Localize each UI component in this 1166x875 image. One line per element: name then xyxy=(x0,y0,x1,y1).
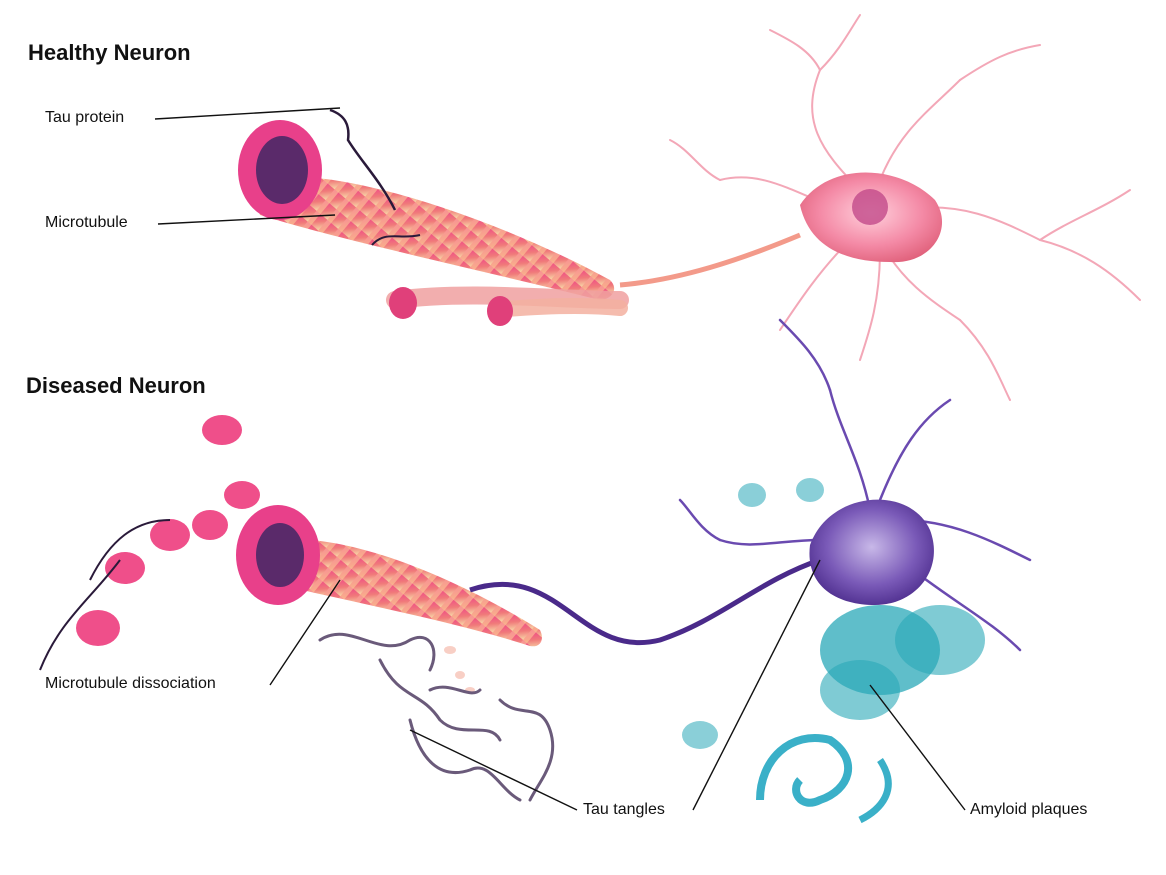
diseased-soma xyxy=(809,499,934,605)
healthy-neuron xyxy=(619,14,1141,401)
leader-lines xyxy=(154,107,966,811)
microtubule-end-small-2 xyxy=(487,296,513,326)
healthy-neuron-heading: Healthy Neuron xyxy=(28,40,191,65)
leader-amyloid-plaques xyxy=(869,684,966,811)
leader-tau-protein xyxy=(154,107,341,120)
microtubule-dissociation-label: Microtubule dissociation xyxy=(45,675,216,692)
leader-microtubule-dissociation xyxy=(269,579,341,686)
healthy-axon xyxy=(619,232,801,288)
diseased-microtubules xyxy=(39,415,542,693)
tau-strand xyxy=(329,108,397,211)
amyloid-plaques-art xyxy=(682,478,985,824)
leader-microtubule xyxy=(157,214,336,225)
tau-protein-label: Tau protein xyxy=(45,109,125,126)
diseased-axon xyxy=(469,557,821,645)
healthy-microtubule-body xyxy=(250,176,615,300)
healthy-nucleus xyxy=(852,189,888,225)
leader-tau-tangles-left xyxy=(409,729,578,811)
tau-tangles-art xyxy=(318,632,555,802)
leader-tau-tangles-right xyxy=(692,559,821,811)
healthy-microtubule-lumen xyxy=(256,136,308,204)
diseased-neuron xyxy=(469,318,1032,652)
diseased-dendrites xyxy=(678,318,1032,652)
microtubule-label: Microtubule xyxy=(45,214,128,231)
tubulin-fragments xyxy=(76,415,260,646)
healthy-microtubules xyxy=(238,108,629,326)
microtubule-end-small-1 xyxy=(389,287,417,319)
diseased-neuron-heading: Diseased Neuron xyxy=(26,373,206,398)
amyloid-plaques-label: Amyloid plaques xyxy=(970,801,1088,818)
diseased-microtubule-body xyxy=(250,539,542,647)
tau-tangles-label: Tau tangles xyxy=(583,801,665,818)
